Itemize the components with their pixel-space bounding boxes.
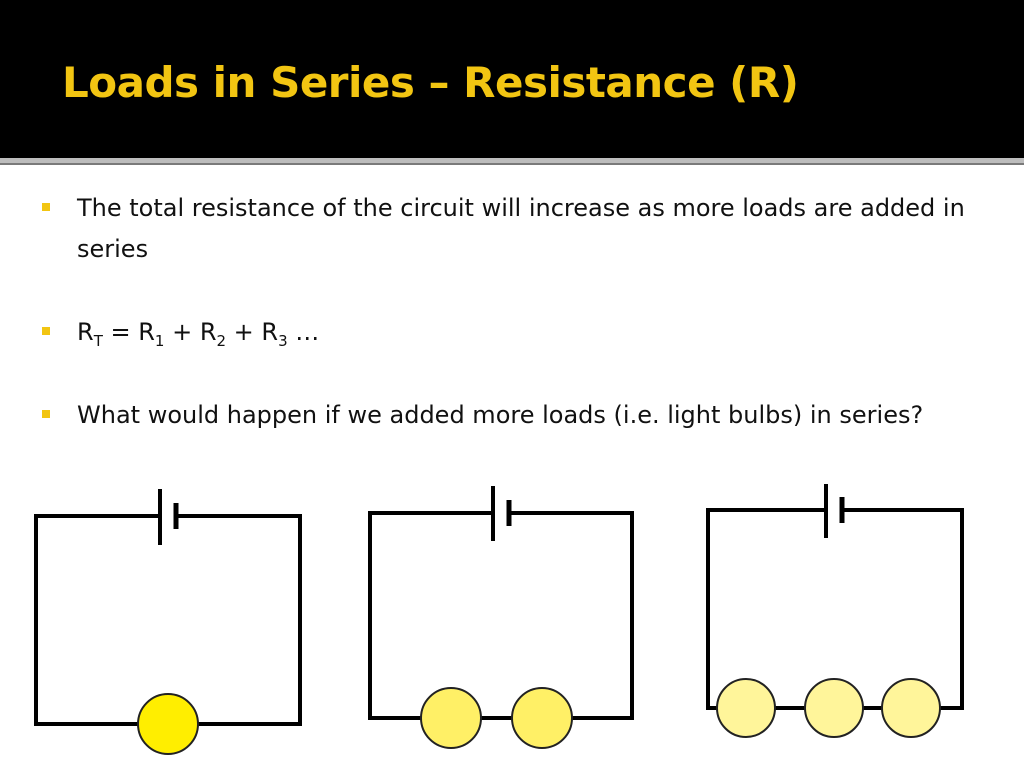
- circuit-three-bulbs: [706, 484, 964, 738]
- circuit-one-bulb: [34, 489, 302, 755]
- light-bulb-icon: [420, 687, 482, 749]
- bullet-text: The total resistance of the circuit will…: [77, 194, 965, 263]
- formula-subscript: 3: [278, 332, 288, 350]
- bullet-item: What would happen if we added more loads…: [40, 395, 1000, 436]
- bullet-item-formula: RT = R1 + R2 + R3 …: [40, 312, 1000, 353]
- bullet-list: The total resistance of the circuit will…: [40, 188, 1000, 436]
- formula-subscript: T: [93, 332, 103, 350]
- formula-r: R: [77, 318, 94, 346]
- formula-part: + R: [164, 318, 217, 346]
- circuit-wire: [34, 514, 302, 726]
- title-divider-shadow: [0, 163, 1024, 165]
- light-bulb-icon: [881, 678, 941, 738]
- circuit-two-bulbs: [368, 486, 634, 749]
- light-bulb-icon: [804, 678, 864, 738]
- bullet-square-icon: [42, 203, 50, 211]
- bullet-square-icon: [42, 410, 50, 418]
- title-bar: Loads in Series – Resistance (R): [0, 0, 1024, 158]
- formula-subscript: 2: [216, 332, 227, 350]
- light-bulb-icon: [716, 678, 776, 738]
- formula-part: = R: [102, 318, 155, 346]
- circuit-wire: [368, 511, 634, 720]
- bullet-item: The total resistance of the circuit will…: [40, 188, 1000, 270]
- series-circuit-diagrams: [34, 484, 964, 755]
- formula-part: + R: [226, 318, 279, 346]
- bullet-square-icon: [42, 327, 50, 335]
- formula-subscript: 1: [154, 332, 165, 350]
- light-bulb-icon: [137, 693, 199, 755]
- slide-title: Loads in Series – Resistance (R): [62, 58, 799, 107]
- formula-part: …: [287, 318, 320, 346]
- bullet-text: What would happen if we added more loads…: [77, 401, 924, 429]
- light-bulb-icon: [511, 687, 573, 749]
- title-divider: [0, 158, 1024, 163]
